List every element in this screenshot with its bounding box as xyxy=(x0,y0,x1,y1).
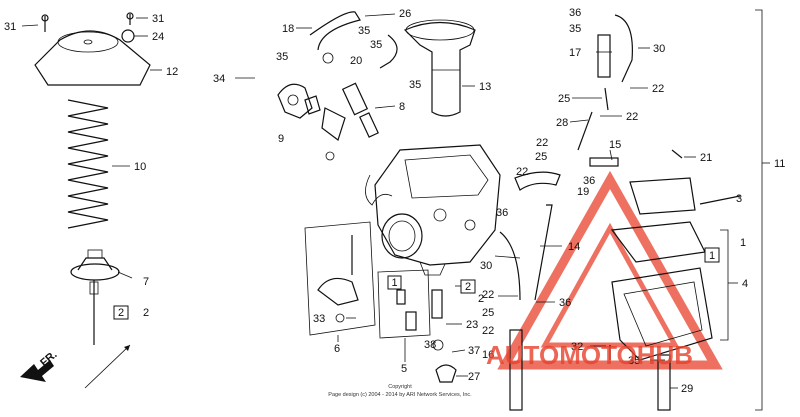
callout: 29 xyxy=(681,383,693,395)
callout: 22 xyxy=(652,83,664,95)
callout: 35 xyxy=(628,355,640,367)
callout: 19 xyxy=(577,186,589,198)
callout: 36 xyxy=(583,175,595,187)
callout: 1 xyxy=(740,237,746,249)
callout: 13 xyxy=(479,81,491,93)
vent-hoses xyxy=(514,14,683,191)
callout: 3 xyxy=(736,193,742,205)
drain-tubes xyxy=(499,204,553,411)
callout: 38 xyxy=(424,339,436,351)
callout: 15 xyxy=(609,139,621,151)
callout: 6 xyxy=(334,343,340,355)
callout: 25 xyxy=(558,93,570,105)
jet-group-box xyxy=(377,269,457,383)
callout: 33 xyxy=(313,313,325,325)
callout: 27 xyxy=(468,371,480,383)
callout: 34 xyxy=(213,73,225,85)
callout: 36 xyxy=(496,207,508,219)
callout: 7 xyxy=(143,276,149,288)
callout: 22 xyxy=(482,325,494,337)
boxed-callout: 1 xyxy=(391,277,397,289)
watermark-text: AUTOMOTOHUB xyxy=(486,340,693,370)
direction-label: FR. xyxy=(38,349,59,370)
callout: 16 xyxy=(482,349,494,361)
vacuum-cover-group xyxy=(34,12,151,345)
callout: 35 xyxy=(358,25,370,37)
callout: 20 xyxy=(350,55,362,67)
callout: 25 xyxy=(482,307,494,319)
copyright-title: Copyright xyxy=(388,384,412,390)
hose-18 xyxy=(309,11,361,51)
throttle-linkage-box xyxy=(304,221,376,336)
callout: 23 xyxy=(466,319,478,331)
air-funnel xyxy=(403,19,476,117)
callout: 35 xyxy=(569,23,581,35)
front-direction-arrow: FR. xyxy=(20,349,60,382)
callout: 11 xyxy=(774,158,785,170)
leader-lines xyxy=(21,13,696,389)
callout: 22 xyxy=(482,289,494,301)
callout: 4 xyxy=(742,278,748,290)
callout: 31 xyxy=(4,21,16,33)
callout: 2 xyxy=(478,293,484,305)
carburetor-body xyxy=(365,144,501,276)
callout: 36 xyxy=(559,297,571,309)
callout: 22 xyxy=(626,111,638,123)
watermark-logo xyxy=(497,170,723,370)
callout: 31 xyxy=(152,13,164,25)
callout: 12 xyxy=(166,66,178,78)
callout: 35 xyxy=(370,39,382,51)
bracket-11 xyxy=(755,9,763,411)
callout: 35 xyxy=(409,79,421,91)
callout: 35 xyxy=(276,51,288,63)
callout: 8 xyxy=(399,101,405,113)
callout: 32 xyxy=(571,341,583,353)
callout: 26 xyxy=(399,8,411,20)
copyright-notice: Page design (c) 2004 - 2014 by ARI Netwo… xyxy=(328,392,472,398)
callout: 21 xyxy=(700,152,712,164)
hose-20 xyxy=(379,34,398,69)
accelerator-pump-group xyxy=(277,83,346,161)
callout: 28 xyxy=(556,117,568,129)
boxed-callouts: 2 1 2 1 xyxy=(113,247,720,320)
callout: 30 xyxy=(653,43,665,55)
boxed-callout: 2 xyxy=(118,307,124,319)
callout: 10 xyxy=(134,161,146,173)
callout-labels: 31 31 24 12 10 7 2 34 35 9 18 26 35 35 2… xyxy=(4,7,785,395)
callout: 2 xyxy=(143,307,149,319)
boxed-callout: 2 xyxy=(465,281,471,293)
callout: 37 xyxy=(468,345,480,357)
callout: 17 xyxy=(569,47,581,59)
callout: 30 xyxy=(480,260,492,272)
callout: 22 xyxy=(536,137,548,149)
enrichment-valve xyxy=(322,52,379,138)
callout: 18 xyxy=(282,23,294,35)
callout: 22 xyxy=(516,166,528,178)
callout: 9 xyxy=(278,133,284,145)
callout: 25 xyxy=(535,151,547,163)
callout: 14 xyxy=(568,241,580,253)
callout: 24 xyxy=(152,31,164,43)
callout: 36 xyxy=(569,7,581,19)
callout: 5 xyxy=(401,363,407,375)
boxed-callout: 1 xyxy=(709,250,715,262)
